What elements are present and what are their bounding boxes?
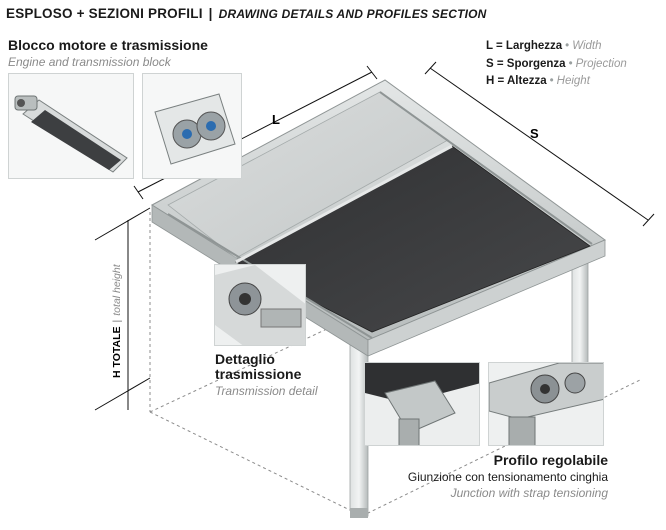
adjustable-profile-line2: Giunzione con tensionamento cinghia (407, 470, 608, 484)
engine-block-title: Blocco motore e trasmissione (8, 37, 208, 53)
motor-icon (14, 95, 128, 173)
dimension-legend: L = Larghezza•Width S = Sporgenza•Projec… (486, 38, 627, 91)
motor-photo (8, 73, 134, 179)
gear-block-icon (154, 93, 236, 165)
engine-block-subtitle: Engine and transmission block (8, 55, 171, 69)
legend-item-height: H = Altezza•Height (486, 75, 590, 87)
adjustable-profile-title: Profilo regolabile (493, 452, 608, 468)
profile-left-icon (365, 363, 479, 445)
dimension-h-line (94, 207, 151, 411)
header: ESPLOSO + SEZIONI PROFILI | DRAWING DETAIL… (6, 6, 487, 21)
transmission-icon (215, 265, 305, 345)
header-separator: | (208, 6, 213, 21)
profile-right-photo (488, 362, 604, 446)
transmission-detail-label: Dettaglio trasmissione Transmission deta… (215, 351, 318, 399)
profile-left-photo (364, 362, 480, 446)
legend-item-width: L = Larghezza•Width (486, 40, 602, 52)
dimension-h-label: H TOTALE|total height (111, 263, 123, 378)
transmission-photo (214, 264, 306, 346)
header-subtitle: DRAWING DETAILS AND PROFILES SECTION (218, 7, 487, 21)
header-title: ESPLOSO + SEZIONI PROFILI (6, 6, 203, 21)
transmission-detail-subtitle: Transmission detail (215, 384, 318, 398)
dimension-s-line (424, 61, 655, 227)
legend-item-projection: S = Sporgenza•Projection (486, 57, 627, 70)
dimension-s-label: S (530, 126, 539, 141)
transmission-detail-title-2: trasmissione (215, 366, 302, 382)
adjustable-profile-line3: Junction with strap tensioning (450, 486, 608, 500)
gear-block-photo (142, 73, 242, 179)
profile-right-icon (489, 363, 603, 445)
dimension-l-label: L (272, 112, 280, 127)
transmission-detail-title-1: Dettaglio (215, 351, 275, 367)
adjustable-profile-label: Profilo regolabile Giunzione con tension… (392, 452, 608, 501)
